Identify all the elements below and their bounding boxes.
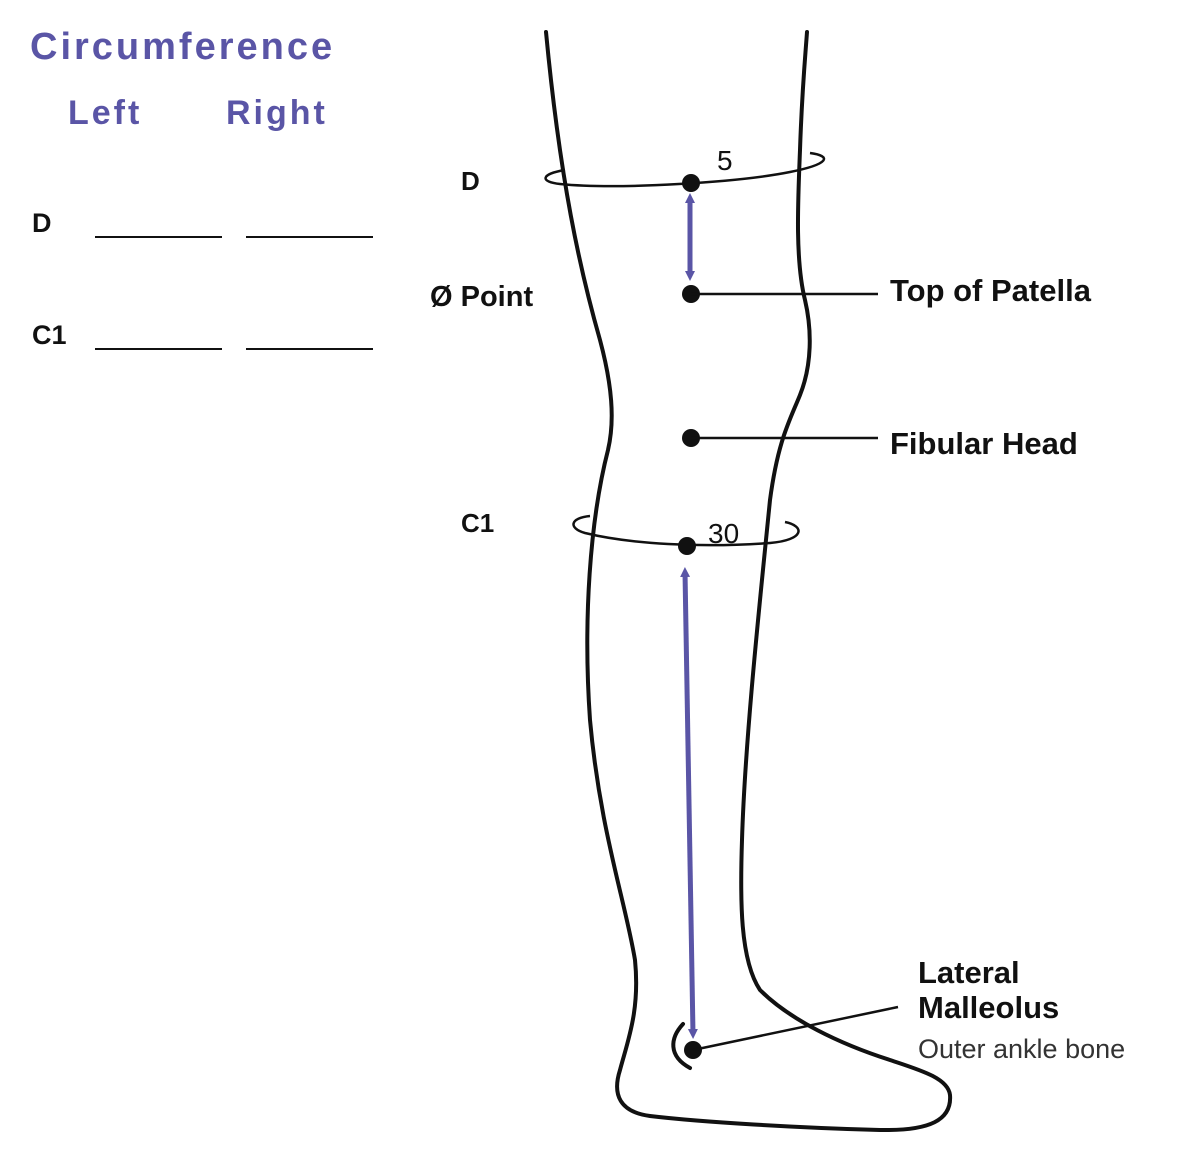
- arrow-c1-to-malleolus: [680, 567, 698, 1039]
- level-label-zero-point: Ø Point: [430, 281, 533, 313]
- form-title: Circumference: [30, 26, 336, 68]
- label-fibular-head: Fibular Head: [890, 426, 1078, 461]
- point-c1: [678, 537, 696, 555]
- label-top-of-patella: Top of Patella: [890, 273, 1092, 308]
- label-malleolus: Malleolus: [918, 990, 1059, 1025]
- level-label-d: D: [461, 166, 480, 196]
- column-header-left: Left: [68, 94, 143, 132]
- level-label-c1: C1: [461, 508, 494, 538]
- row-label-d: D: [32, 208, 52, 238]
- column-header-right: Right: [226, 94, 328, 132]
- leg-outline-back: [544, 30, 953, 1133]
- circumference-loop-c1: [572, 514, 800, 547]
- leader-line-malleolus: [692, 1005, 899, 1052]
- measurement-number-d: 5: [717, 145, 733, 176]
- d-left-blank-field[interactable]: [95, 236, 222, 238]
- point-d: [682, 174, 700, 192]
- c1-left-blank-field[interactable]: [95, 348, 222, 350]
- c1-right-blank-field[interactable]: [246, 348, 373, 350]
- label-lateral: Lateral: [918, 955, 1020, 990]
- label-outer-ankle-bone: Outer ankle bone: [918, 1034, 1125, 1064]
- measurement-number-c1: 30: [708, 518, 739, 549]
- d-right-blank-field[interactable]: [246, 236, 373, 238]
- row-label-c1: C1: [32, 320, 67, 350]
